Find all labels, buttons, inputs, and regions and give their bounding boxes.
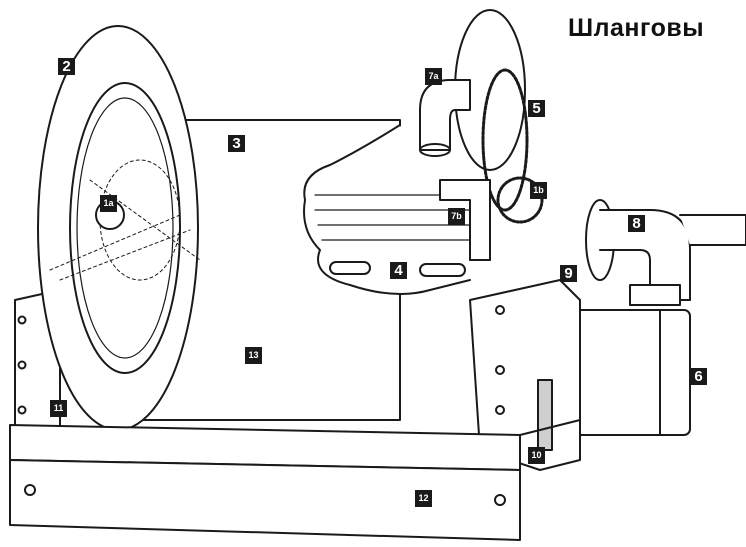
callout-2: 2: [58, 58, 75, 75]
swivel-elbow-collar: [419, 143, 451, 157]
inlet-pipe: [679, 214, 746, 246]
page-title: Шланговы: [568, 14, 705, 42]
front-flange-inner-ring-2: [76, 97, 174, 359]
base-plate-front: [9, 459, 521, 541]
callout-7a: 7a: [425, 68, 442, 85]
bolt: [17, 315, 27, 325]
bolt: [17, 360, 27, 370]
support-slot: [537, 379, 553, 451]
internal-pipe: [439, 179, 491, 261]
drive-gear: [496, 176, 544, 224]
callout-3: 3: [228, 135, 245, 152]
bolt: [495, 405, 505, 415]
shaft-rear: [419, 263, 466, 277]
bolt: [17, 405, 27, 415]
callout-9: 9: [560, 265, 577, 282]
bolt: [495, 305, 505, 315]
swivel-elbow-top: [419, 79, 471, 151]
chain-sprocket: [481, 68, 529, 212]
callout-1b: 1b: [530, 182, 547, 199]
callout-12: 12: [415, 490, 432, 507]
callout-6: 6: [690, 368, 707, 385]
callout-4: 4: [390, 262, 407, 279]
inlet-elbow: [599, 209, 691, 301]
callout-1a: 1a: [100, 195, 117, 212]
bolt: [494, 494, 506, 506]
inlet-coupling: [629, 284, 681, 306]
base-plate-edge: [519, 419, 581, 436]
callout-13: 13: [245, 347, 262, 364]
bolt: [24, 484, 36, 496]
shaft: [329, 261, 371, 275]
callout-5: 5: [528, 100, 545, 117]
front-flange: [37, 25, 199, 431]
bolt: [495, 365, 505, 375]
callout-10: 10: [528, 447, 545, 464]
callout-7b: 7b: [448, 208, 465, 225]
callout-11: 11: [50, 400, 67, 417]
callout-8: 8: [628, 215, 645, 232]
